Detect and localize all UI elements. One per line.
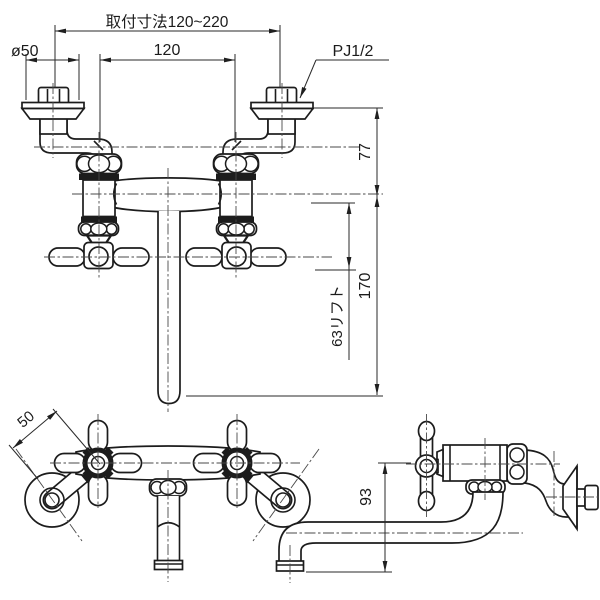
thread-size-label: PJ1/2 [333, 43, 374, 60]
side-wall-flange [562, 463, 578, 532]
spout-front [157, 211, 181, 405]
flange-dia-label: ø50 [11, 43, 39, 60]
faucet-body [106, 177, 229, 213]
centerlines [15, 83, 599, 583]
center-to-outlet-label: 170 [357, 273, 374, 300]
wall-to-center-label: 77 [357, 143, 374, 161]
plan-view-drawing [25, 421, 310, 571]
front-view-drawing [21, 86, 314, 405]
side-swing-spout [278, 491, 504, 563]
mount-range-label: 取付寸法120~220 [106, 13, 229, 31]
lift-label: 63リフト [329, 285, 346, 347]
dimension-lines [8, 25, 411, 573]
spout-drop-label: 93 [358, 488, 375, 506]
center-distance-label: 120 [154, 42, 181, 59]
handle-dia-label: 50 [14, 408, 38, 432]
side-view-drawing [275, 420, 599, 572]
side-valve-body [442, 444, 508, 482]
dimension-labels: 取付寸法120~220 ø50 120 PJ1/2 77 170 63リフト 5… [11, 13, 375, 506]
